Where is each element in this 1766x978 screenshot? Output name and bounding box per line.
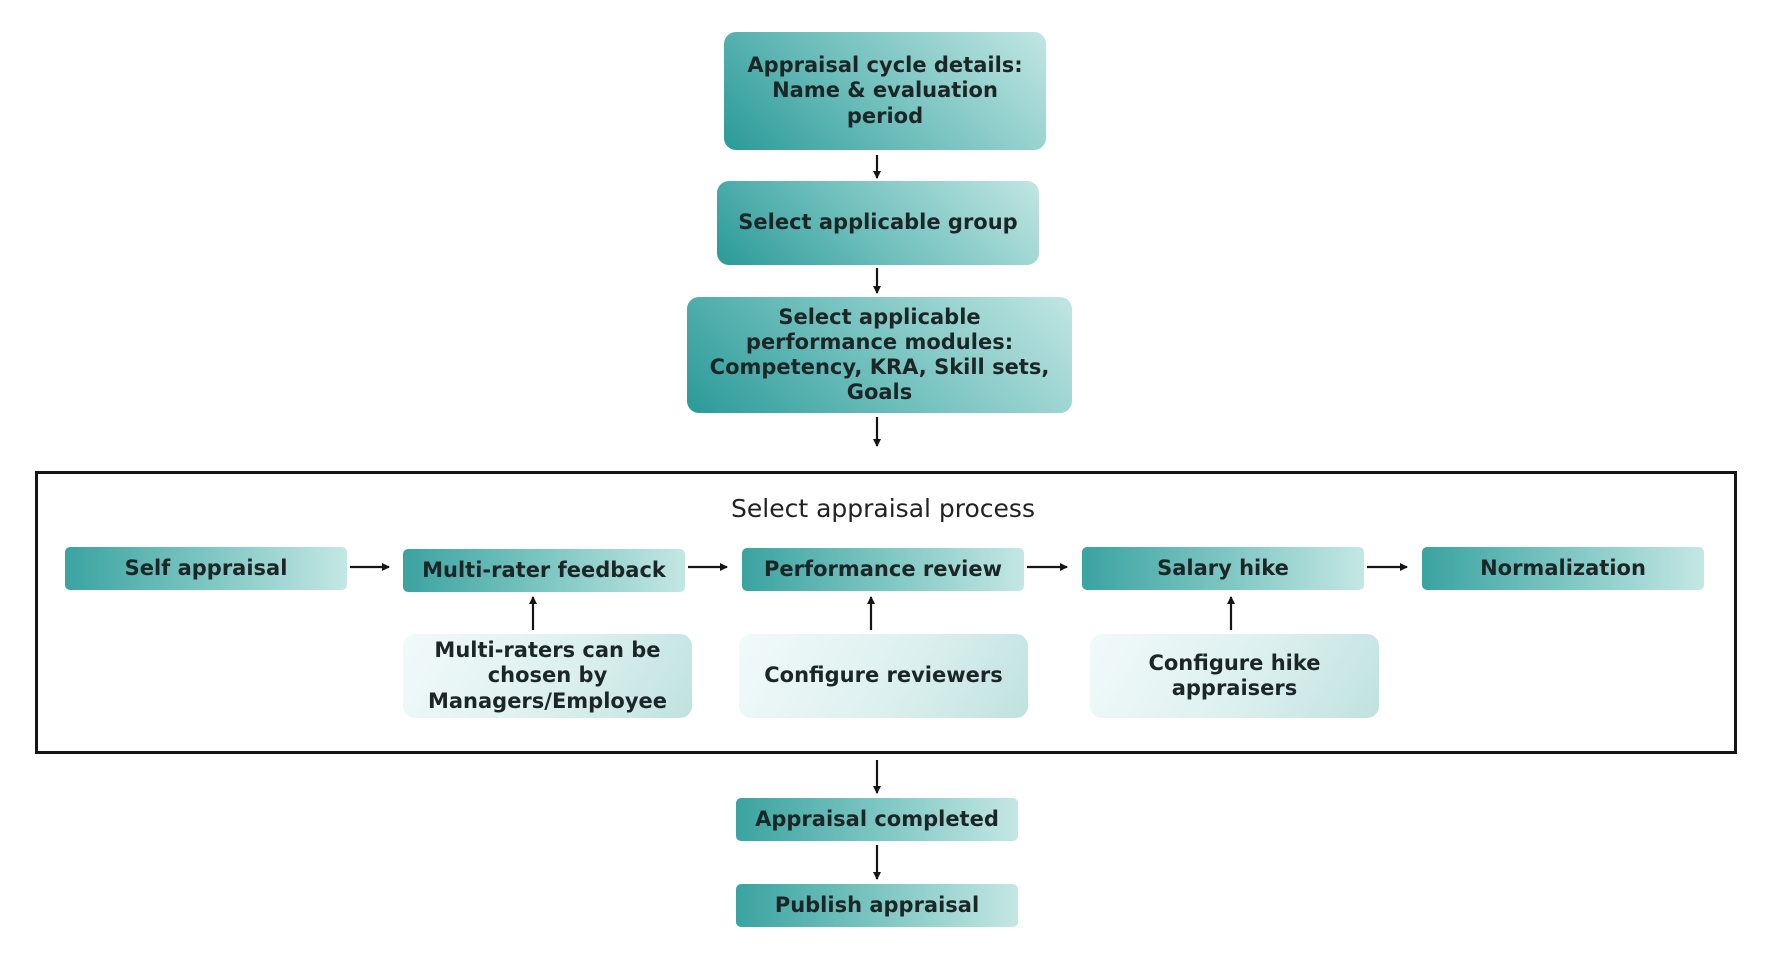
node-cycle-details: Appraisal cycle details: Name & evaluati… <box>724 32 1046 150</box>
process-frame <box>35 471 1737 754</box>
node-select-modules: Select applicable performance modules: C… <box>687 297 1072 413</box>
config-multi-raters: Multi-raters can be chosen by Managers/E… <box>403 634 692 718</box>
process-title: Select appraisal process <box>731 494 1035 523</box>
step-performance-review: Performance review <box>742 548 1024 591</box>
step-salary-hike: Salary hike <box>1082 547 1364 590</box>
step-self-appraisal: Self appraisal <box>65 547 347 590</box>
step-multi-rater-feedback: Multi-rater feedback <box>403 549 685 592</box>
config-reviewers: Configure reviewers <box>739 634 1028 718</box>
node-select-group: Select applicable group <box>717 181 1039 265</box>
node-appraisal-completed: Appraisal completed <box>736 798 1018 841</box>
node-publish-appraisal: Publish appraisal <box>736 884 1018 927</box>
config-hike-appraisers: Configure hike appraisers <box>1090 634 1379 718</box>
step-normalization: Normalization <box>1422 547 1704 590</box>
